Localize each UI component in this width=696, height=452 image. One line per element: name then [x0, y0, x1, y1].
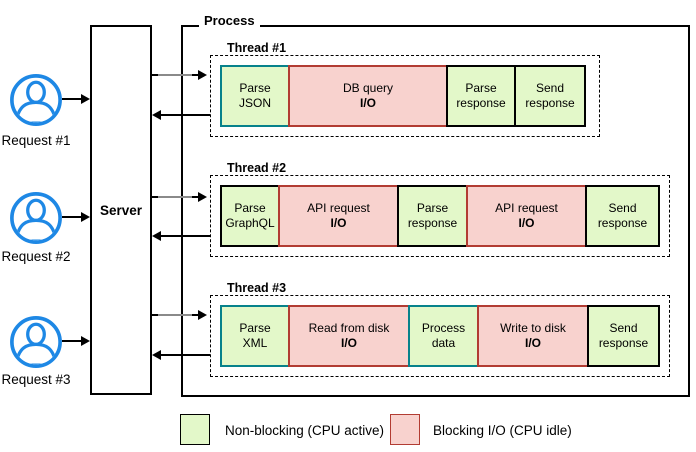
server-box: Server	[90, 25, 152, 395]
task-block-io: Write to disk I/O	[477, 305, 589, 367]
task-block: Parse GraphQL	[220, 185, 280, 247]
process-label: Process	[199, 13, 260, 28]
task-block: Send response	[587, 305, 660, 367]
thread-2-blocks: Parse GraphQL API request I/O Parse resp…	[220, 185, 660, 247]
thread-3-frame: Thread #3	[210, 281, 670, 377]
arrow-head-icon	[152, 231, 161, 241]
request-arrow	[62, 216, 83, 218]
user-icon	[9, 191, 63, 245]
thread-1-blocks: Parse JSON DB query I/O Parse response S…	[220, 65, 586, 127]
dispatch-arrow-overlay	[158, 314, 192, 316]
arrow-head-icon	[198, 310, 207, 320]
arrow-head-icon	[81, 94, 90, 104]
response-arrow	[161, 114, 210, 116]
thread-2-label: Thread #2	[223, 161, 291, 175]
thread-1-label: Thread #1	[223, 41, 291, 55]
task-block-io: API request I/O	[278, 185, 399, 247]
response-arrow	[161, 354, 210, 356]
task-block: Process data	[408, 305, 479, 367]
task-block: Send response	[585, 185, 660, 247]
thread-2-frame: Thread #2	[210, 161, 670, 257]
arrow-head-icon	[81, 336, 90, 346]
request-arrow	[62, 340, 83, 342]
request-arrow	[62, 98, 83, 100]
legend-swatch-nonblocking	[180, 414, 210, 445]
legend-label-nonblocking: Non-blocking (CPU active)	[225, 423, 385, 438]
arrow-head-icon	[152, 110, 161, 120]
task-block-io: DB query I/O	[288, 65, 448, 127]
arrow-head-icon	[81, 212, 90, 222]
request-3-label: Request #3	[1, 372, 71, 387]
task-block-io: API request I/O	[466, 185, 587, 247]
task-block: Parse response	[446, 65, 516, 127]
task-block: Parse JSON	[220, 65, 290, 127]
arrow-head-icon	[198, 70, 207, 80]
task-block: Send response	[514, 65, 586, 127]
legend-label-blocking: Blocking I/O (CPU idle)	[433, 423, 572, 438]
task-block: Parse response	[397, 185, 468, 247]
task-block: Parse XML	[220, 305, 290, 367]
thread-1-frame: Thread #1	[210, 41, 600, 137]
task-block-io: Read from disk I/O	[288, 305, 410, 367]
process-frame: Process	[181, 13, 690, 397]
dispatch-arrow-overlay	[158, 74, 192, 76]
arrow-head-icon	[152, 350, 161, 360]
thread-3-label: Thread #3	[223, 281, 291, 295]
request-1-label: Request #1	[1, 133, 71, 148]
user-icon	[9, 315, 63, 369]
arrow-head-icon	[198, 192, 207, 202]
thread-3-blocks: Parse XML Read from disk I/O Process dat…	[220, 305, 660, 367]
request-2-label: Request #2	[1, 249, 71, 264]
legend-swatch-blocking	[390, 414, 420, 445]
server-label: Server	[99, 202, 143, 218]
user-icon	[9, 73, 63, 127]
response-arrow	[161, 235, 210, 237]
dispatch-arrow-overlay	[158, 196, 192, 198]
